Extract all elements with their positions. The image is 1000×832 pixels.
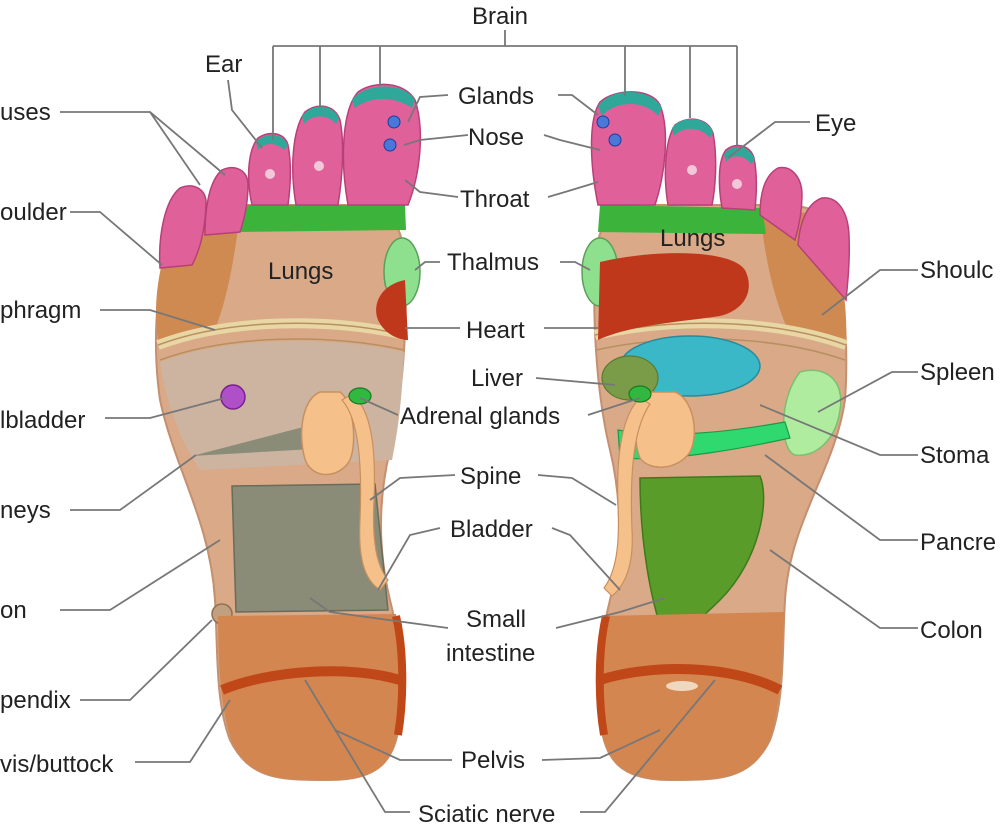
left-gray-wedge	[192, 420, 330, 456]
left-lungs-label: Lungs	[268, 258, 333, 285]
right-foot	[581, 91, 851, 782]
shoulder-left-label: oulder	[0, 199, 67, 226]
small-intestine-label-1: Small	[466, 606, 526, 633]
left-toe-5	[158, 185, 207, 269]
right-toe-3	[718, 144, 758, 211]
ear-label: Ear	[205, 51, 242, 78]
left-heel-edge	[392, 615, 407, 736]
eye-label: Eye	[815, 110, 856, 137]
right-spine	[603, 397, 651, 597]
nose-label: Nose	[468, 124, 524, 151]
left-toe-2	[292, 105, 344, 206]
gallbladder-label: lbladder	[0, 407, 85, 434]
leader-lines	[60, 30, 918, 813]
labels: Brain Ear uses oulder phragm lbladder ne…	[0, 3, 996, 828]
small-intestine-label-2: intestine	[446, 640, 535, 667]
pelvis-buttock-label: vis/buttock	[0, 751, 114, 778]
sinuses-label: uses	[0, 99, 51, 126]
right-lungs-label: Lungs	[660, 225, 725, 252]
right-heart	[598, 253, 749, 340]
pancreas-label: Pancre	[920, 529, 996, 556]
pelvis-label: Pelvis	[461, 747, 525, 774]
right-toe-4	[759, 166, 803, 242]
bladder-label: Bladder	[450, 516, 533, 543]
spine-label: Spine	[460, 463, 521, 490]
right-toe-5	[797, 197, 851, 302]
left-heart	[376, 280, 408, 340]
left-toe-1-tip	[352, 86, 415, 108]
brain-label: Brain	[472, 3, 528, 30]
stomach-label: Stoma	[920, 442, 990, 469]
left-heel	[218, 614, 401, 780]
colon-right-label: Colon	[920, 617, 983, 644]
adrenal-glands-label: Adrenal glands	[400, 403, 560, 430]
glands-label: Glands	[458, 83, 534, 110]
shoulder-right-label: Shoulc	[920, 257, 993, 284]
right-toe-band	[598, 205, 766, 234]
left-toe-band	[238, 205, 406, 232]
liver-label: Liver	[471, 365, 523, 392]
spleen-label: Spleen	[920, 359, 995, 386]
right-heel	[599, 612, 784, 780]
right-adrenal	[628, 385, 652, 403]
appendix-label: pendix	[0, 687, 71, 714]
left-pelvis-band	[220, 666, 402, 695]
diaphragm-label: phragm	[0, 297, 81, 324]
kidneys-label: neys	[0, 497, 51, 524]
right-heel-edge	[595, 615, 610, 736]
left-toe-4	[204, 166, 249, 236]
left-gallbladder	[220, 384, 246, 410]
left-foot	[154, 83, 422, 782]
heart-label: Heart	[466, 317, 525, 344]
left-toe-1	[342, 83, 422, 206]
left-spine	[341, 393, 389, 591]
throat-label: Throat	[460, 186, 530, 213]
thalmus-label: Thalmus	[447, 249, 539, 276]
colon-left-label: on	[0, 597, 27, 624]
right-spleen	[782, 369, 842, 456]
left-intestine-zone	[231, 483, 389, 613]
right-pelvis-band	[598, 664, 783, 695]
sciatic-nerve-label: Sciatic nerve	[418, 801, 555, 828]
